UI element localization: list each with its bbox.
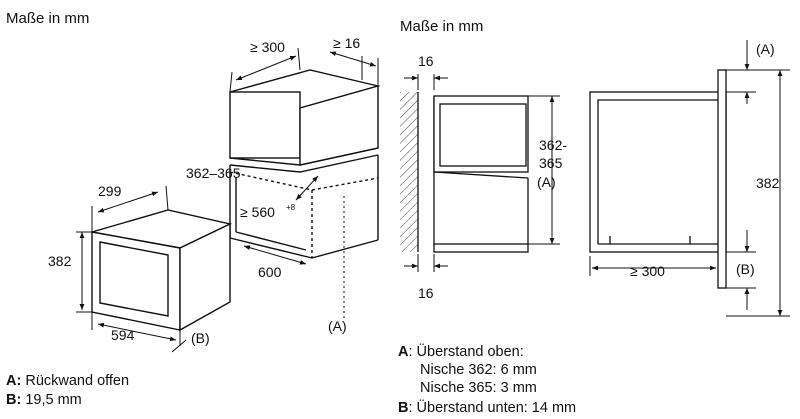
legend-key-a-right: A: [398, 344, 409, 360]
dim-594: 594: [111, 327, 135, 343]
legend-niche-365: Nische 365: 3 mm: [420, 380, 537, 396]
dim-min-16: ≥ 16: [333, 35, 360, 51]
side-section-view: [400, 92, 529, 253]
right-legend: A: Überstand oben: Nische 362: 6 mm Nisc…: [398, 342, 576, 416]
legend-key-b-right: B: [398, 400, 408, 416]
svg-text:B: 19,5 mm: B: 19,5 mm: [6, 392, 82, 408]
marker-a-right: (A): [756, 41, 775, 57]
left-dimension-lines: [76, 47, 379, 353]
dim-16-bottom: 16: [418, 285, 434, 301]
dim-382: 382: [48, 253, 72, 269]
dim-600: 600: [258, 264, 282, 280]
dim-min-300: ≥ 300: [250, 39, 285, 55]
right-title: Maße in mm: [400, 18, 483, 35]
svg-text:A: Rückwand offen: A: Rückwand offen: [6, 373, 129, 389]
legend-text-a-right: : Überstand oben:: [408, 342, 523, 360]
dim-min-560: ≥ 560: [240, 204, 275, 220]
cabinet-niche: [229, 69, 381, 259]
legend-key-a: A:: [6, 373, 21, 389]
appliance-section-dimension-lines: [589, 40, 790, 317]
legend-key-b: B:: [6, 392, 21, 408]
marker-b-right: (B): [736, 261, 755, 277]
appliance-section-view: [589, 69, 727, 289]
legend-text-a: Rückwand offen: [21, 373, 129, 389]
legend-text-b: 19,5 mm: [21, 392, 81, 408]
marker-a: (A): [328, 318, 347, 334]
dim-362-365-a: (A): [537, 174, 556, 190]
legend-text-b-right: : Überstand unten: 14 mm: [408, 398, 576, 416]
dim-16-top: 16: [418, 53, 434, 69]
dim-362: 362-: [539, 137, 567, 153]
dim-382-right: 382: [756, 175, 780, 191]
marker-b: (B): [191, 330, 210, 346]
left-title: Maße in mm: [6, 10, 89, 27]
dim-362-365: 362–365: [186, 165, 241, 181]
appliance: [91, 209, 233, 332]
dim-365: 365: [539, 155, 563, 171]
dim-560-tolerance: +8: [286, 203, 296, 212]
svg-text:B: Überstand unten: 14 mm: B: Überstand unten: 14 mm: [398, 398, 576, 416]
dim-min-300-right: ≥ 300: [630, 263, 665, 279]
dim-299: 299: [98, 183, 122, 199]
side-section-dimension-lines: [404, 74, 560, 272]
legend-niche-362: Nische 362: 6 mm: [420, 362, 537, 378]
left-legend: A: Rückwand offen B: 19,5 mm: [6, 373, 129, 408]
svg-text:A: Überstand oben:: A: Überstand oben:: [398, 342, 524, 360]
